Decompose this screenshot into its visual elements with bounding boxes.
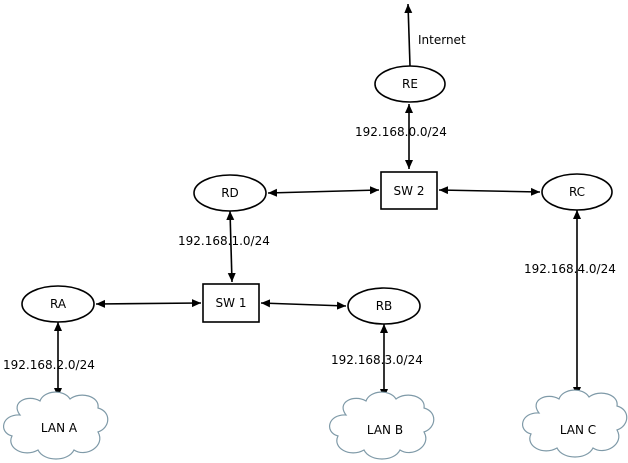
edge-rd-sw2 — [267, 186, 380, 197]
edge-re-internet — [404, 3, 413, 67]
subnet-ra-lana-label: 192.168.2.0/24 — [3, 358, 95, 372]
router-ra: RA — [21, 285, 95, 323]
edge-sw1-rb — [260, 299, 347, 310]
edge-sw2-rc — [438, 186, 541, 196]
switch-sw2: SW 2 — [380, 171, 438, 210]
lan-a-cloud: LAN A — [3, 391, 109, 460]
subnet-rb-lanb-label: 192.168.3.0/24 — [331, 353, 423, 367]
router-re-label: RE — [402, 77, 418, 91]
lan-b-cloud: LAN B — [329, 391, 435, 460]
switch-sw1: SW 1 — [202, 283, 260, 323]
edge-ra-sw1 — [95, 299, 202, 308]
switch-sw1-label: SW 1 — [216, 296, 247, 310]
router-rc-label: RC — [569, 185, 585, 199]
router-ra-label: RA — [50, 297, 67, 311]
router-rc: RC — [541, 173, 613, 211]
internet-label: Internet — [418, 33, 466, 47]
router-rb: RB — [347, 287, 421, 325]
router-re: RE — [374, 65, 446, 103]
router-rd: RD — [193, 174, 267, 212]
router-rd-label: RD — [221, 186, 239, 200]
subnet-re-sw2-label: 192.168.0.0/24 — [355, 125, 447, 139]
switch-sw2-label: SW 2 — [394, 184, 425, 198]
subnet-rd-sw1-label: 192.168.1.0/24 — [178, 234, 270, 248]
edge-rd-sw1 — [226, 210, 236, 283]
lan-b-label: LAN B — [367, 423, 403, 437]
lan-c-label: LAN C — [560, 423, 596, 437]
subnet-rc-lanc-label: 192.168.4.0/24 — [524, 262, 616, 276]
router-rb-label: RB — [376, 299, 393, 313]
lan-c-cloud: LAN C — [522, 389, 628, 458]
lan-a-label: LAN A — [41, 421, 78, 435]
